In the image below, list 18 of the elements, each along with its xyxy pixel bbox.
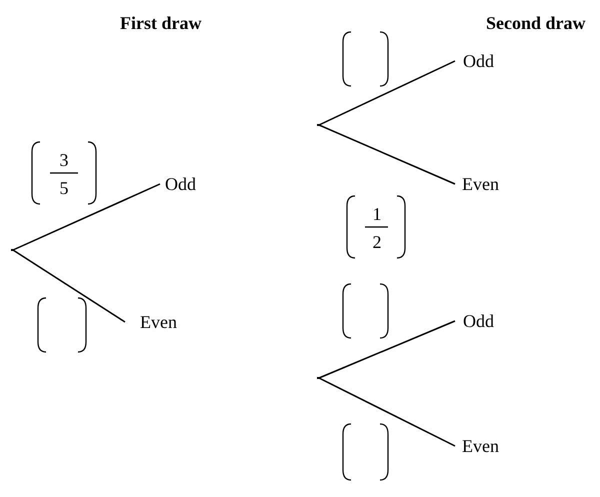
column-heading: First draw [120, 12, 202, 34]
outcome-label: Odd [455, 50, 510, 72]
tree-branch [318, 124, 456, 185]
outcome-label: Even [455, 170, 510, 198]
column-heading: Second draw [486, 12, 586, 34]
tree-branch [318, 377, 456, 447]
outcome-label: Odd [160, 173, 220, 195]
numerator: 3 [58, 149, 70, 171]
outcome-label: Even [455, 432, 510, 460]
outcome-label: Odd [455, 310, 510, 332]
numerator: 1 [372, 203, 382, 225]
outcome-label: Even [125, 311, 195, 333]
denominator: 2 [372, 231, 382, 253]
tree-branch [318, 320, 456, 379]
tree-branch [12, 249, 126, 323]
tree-branch [318, 60, 456, 126]
denominator: 5 [58, 177, 70, 199]
tree-branch [12, 183, 160, 251]
